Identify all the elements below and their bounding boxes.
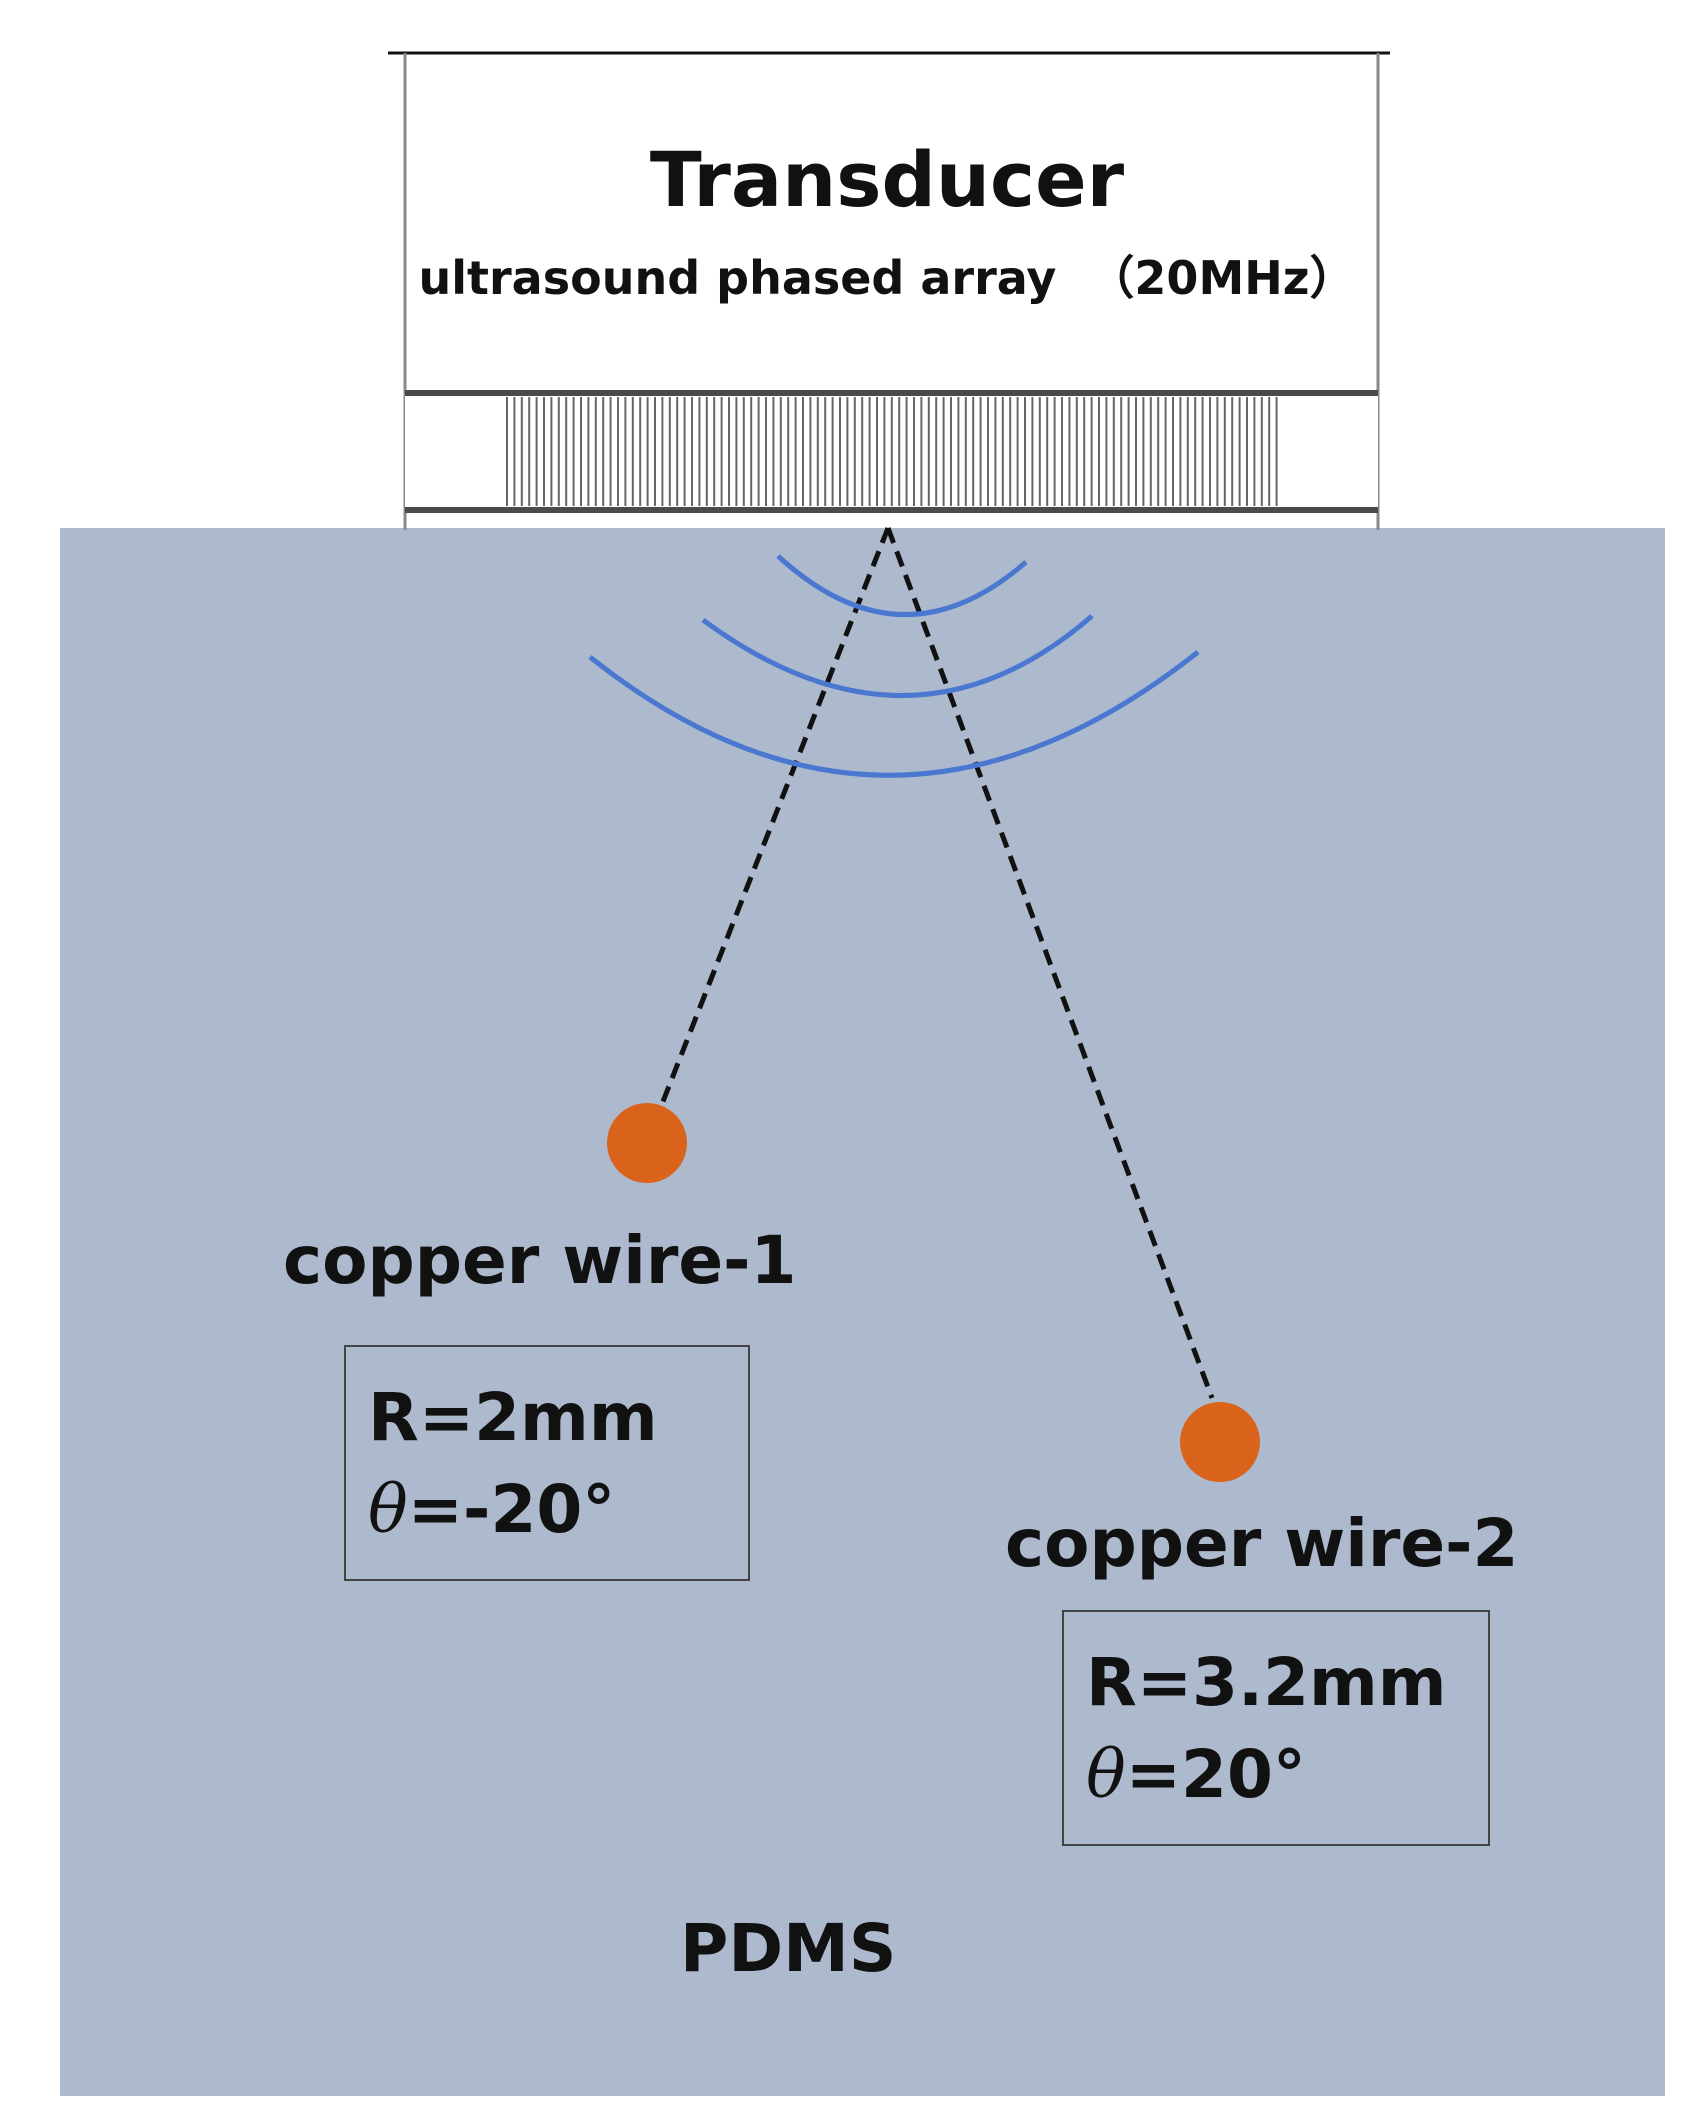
ultrasound-wavefronts — [588, 554, 1200, 778]
beam-path-2 — [885, 527, 1215, 1399]
pdms-medium — [60, 528, 1665, 2096]
copper-wire-1-radius: R=2mm — [368, 1379, 658, 1456]
transducer-subtitle: ultrasound phased array （20MHz） — [418, 251, 1356, 305]
theta-symbol: θ — [1086, 1736, 1126, 1813]
transducer-title: Transducer — [649, 135, 1125, 224]
copper-wire-1-angle: θ=-20° — [368, 1471, 615, 1548]
copper-wire-1-marker — [607, 1103, 687, 1183]
wavefront-3 — [588, 650, 1200, 778]
wavefront-1 — [776, 554, 1028, 617]
beam-path-1 — [659, 527, 891, 1105]
pdms-label: PDMS — [680, 1910, 897, 1987]
copper-wire-2-angle-value: =20° — [1125, 1736, 1306, 1813]
wavefront-2 — [701, 614, 1094, 698]
copper-wire-1-params: R=2mm θ=-20° — [344, 1345, 750, 1581]
array-elements — [506, 397, 1278, 506]
copper-wire-2-label: copper wire-2 — [1005, 1505, 1519, 1582]
copper-wire-2-radius: R=3.2mm — [1086, 1644, 1447, 1721]
copper-wire-2-angle: θ=20° — [1086, 1736, 1306, 1813]
array-element-band — [405, 390, 1378, 513]
copper-wire-2-params: R=3.2mm θ=20° — [1062, 1610, 1490, 1846]
theta-symbol: θ — [368, 1471, 408, 1548]
copper-wire-1-label: copper wire-1 — [283, 1222, 797, 1299]
copper-wire-1-angle-value: =-20° — [407, 1471, 616, 1548]
copper-wire-2-marker — [1180, 1402, 1260, 1482]
